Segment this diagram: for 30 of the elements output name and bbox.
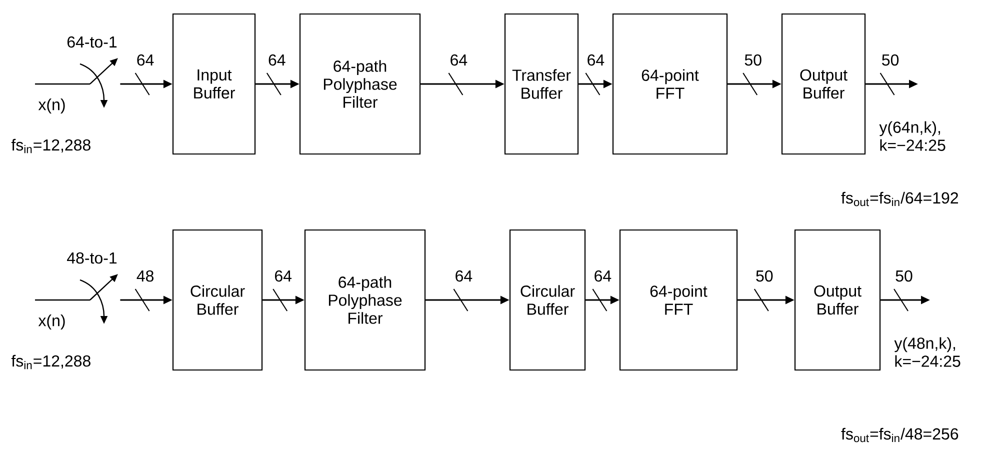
process-box: Transfer Buffer [504,13,579,155]
process-box: Output Buffer [781,13,866,155]
edge-label: 50 [896,270,912,282]
note-text: fs$_{out}$=fs$_{in}$/64=192 [841,192,958,206]
edge-label: 64 [588,54,604,66]
edge-label: 64 [268,54,286,66]
edge-label: 48 [136,270,154,282]
edge-label: 64 [594,270,612,282]
edge-label: 64 [137,54,154,66]
edge-label: 50 [744,54,762,66]
output-label: y(64n,k), k=−24:25 [879,121,946,151]
process-box: 64-point FFT [612,13,728,155]
process-box: Input Buffer [172,13,256,155]
process-box: 64-path Polyphase Filter [304,229,426,371]
note-text: fs$_{out}$=fs$_{in}$/48=256 [841,428,958,442]
note-text: x(n) [38,98,65,114]
note-text: x(n) [38,314,65,330]
note-text: fs$_{in}$=12,288 [11,354,90,370]
process-box: 64-path Polyphase Filter [299,13,421,155]
process-box: Circular Buffer [509,229,586,371]
edge-label: 64 [456,270,472,282]
edge-label: 50 [882,54,899,66]
process-box: Output Buffer [794,229,881,371]
note-text: fs$_{in}$=12,288 [11,138,90,154]
process-box: 64-point FFT [619,229,738,371]
process-box: Circular Buffer [172,229,263,371]
edge-label: 64 [275,270,292,282]
edge-label: 50 [756,270,773,282]
edge-label: 64 [450,54,468,66]
output-label: y(48n,k), k=−24:25 [894,337,960,367]
